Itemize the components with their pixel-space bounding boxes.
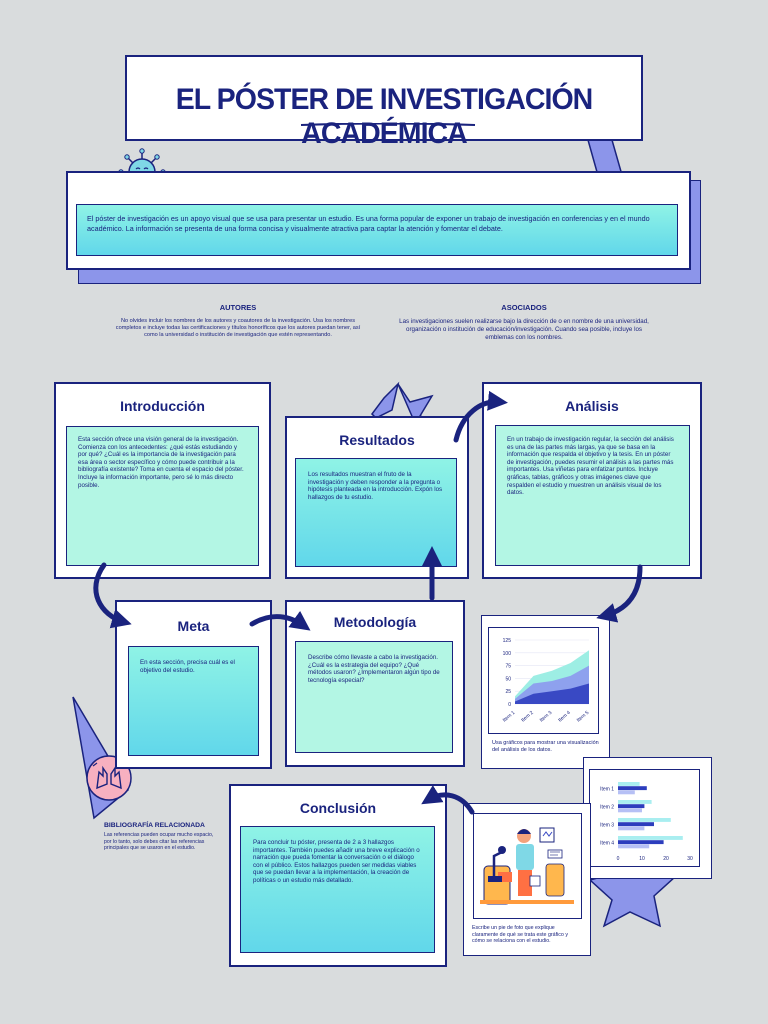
bar xyxy=(618,844,650,849)
photo-frame xyxy=(473,813,582,919)
page-title: EL PÓSTER DE INVESTIGACIÓN ACADÉMICA xyxy=(175,83,594,150)
y-tick-label: 0 xyxy=(508,702,511,708)
y-tick-label: 50 xyxy=(505,676,511,682)
arrow-analisis-to-chart xyxy=(596,564,643,623)
bar-chart-inner: Item 1 Item 2 Item 3 Item 4 0 10 20 30 xyxy=(589,769,700,867)
conclusion-box: Para concluir tu póster, presenta de 2 a… xyxy=(240,826,435,953)
analisis-box: En un trabajo de investigación regular, … xyxy=(495,425,690,566)
bar xyxy=(618,786,647,791)
y-tick-label: Item 2 xyxy=(600,804,614,810)
y-tick-label: Item 4 xyxy=(600,840,614,846)
bibliography-block: BIBLIOGRAFÍA RELACIONADA Las referencias… xyxy=(104,822,216,852)
bibliography-text: Las referencias pueden ocupar mucho espa… xyxy=(104,832,214,852)
photo-caption: Escribe un pie de foto que explique clar… xyxy=(472,925,568,945)
bar xyxy=(618,804,645,809)
conclusion-text: Para concluir tu póster, presenta de 2 a… xyxy=(253,839,420,884)
introduccion-text: Esta sección ofrece una visión general d… xyxy=(78,436,244,489)
chart-caption: Usa gráficos para mostrar una visualizac… xyxy=(492,740,599,753)
arrow-resultados-to-analisis xyxy=(453,390,508,443)
bar xyxy=(618,818,671,822)
x-tick-label: 30 xyxy=(687,856,693,862)
y-tick-label: 25 xyxy=(505,689,511,695)
arrow-intro-to-meta xyxy=(93,562,132,629)
authors-block: AUTORES No olvides incluir los nombres d… xyxy=(110,303,366,339)
conclusion-title: Conclusión xyxy=(299,800,377,816)
introduccion-title: Introducción xyxy=(120,398,205,414)
introduccion-box: Esta sección ofrece una visión general d… xyxy=(66,426,259,566)
bar xyxy=(618,840,664,845)
resultados-title: Resultados xyxy=(339,432,415,448)
intro-text: El póster de investigación es un apoyo v… xyxy=(87,214,650,233)
intro-box: El póster de investigación es un apoyo v… xyxy=(76,204,678,256)
resultados-text: Los resultados muestran el fruto de la i… xyxy=(308,471,443,501)
y-tick-label: 75 xyxy=(505,664,511,670)
scientist-microscope-illustration xyxy=(480,827,574,905)
y-tick-label: Item 1 xyxy=(600,786,614,792)
bar xyxy=(618,790,635,795)
bar-chart: Item 1 Item 2 Item 3 Item 4 0 10 20 30 xyxy=(600,782,693,862)
x-tick-label: 20 xyxy=(663,856,669,862)
arrow-photo-to-conclusion xyxy=(421,785,475,815)
bar xyxy=(618,782,640,786)
associates-heading: ASOCIADOS xyxy=(501,303,547,312)
y-tick-label: 125 xyxy=(503,638,512,644)
meta-text: En esta sección, precisa cuál es el obje… xyxy=(140,659,235,674)
bar xyxy=(618,808,642,813)
y-tick-label: 100 xyxy=(503,651,512,657)
analisis-title: Análisis xyxy=(565,398,619,414)
metodologia-title: Metodología xyxy=(333,614,417,630)
bibliography-heading: BIBLIOGRAFÍA RELACIONADA xyxy=(104,822,205,829)
metodologia-text: Describe cómo llevaste a cabo la investi… xyxy=(308,654,440,684)
meta-box: En esta sección, precisa cuál es el obje… xyxy=(128,646,259,756)
authors-text: No olvides incluir los nombres de los au… xyxy=(115,318,361,338)
authors-heading: AUTORES xyxy=(219,303,257,312)
bar xyxy=(618,822,654,827)
bar xyxy=(618,800,652,804)
title-underline xyxy=(300,123,476,126)
associates-block: ASOCIADOS Las investigaciones suelen rea… xyxy=(394,303,654,342)
meta-title: Meta xyxy=(177,618,210,634)
metodologia-box: Describe cómo llevaste a cabo la investi… xyxy=(295,641,453,753)
x-tick-label: 10 xyxy=(639,856,645,862)
bar xyxy=(618,836,683,840)
y-tick-label: Item 3 xyxy=(600,822,614,828)
area-series-1 xyxy=(515,683,589,704)
analisis-text: En un trabajo de investigación regular, … xyxy=(507,436,674,497)
arrow-meta-to-metodologia xyxy=(249,610,311,631)
x-tick-label: 0 xyxy=(617,856,620,862)
bar xyxy=(618,826,645,831)
title-banner: EL PÓSTER DE INVESTIGACIÓN ACADÉMICA xyxy=(125,55,643,150)
associates-text: Las investigaciones suelen realizarse ba… xyxy=(399,318,649,341)
